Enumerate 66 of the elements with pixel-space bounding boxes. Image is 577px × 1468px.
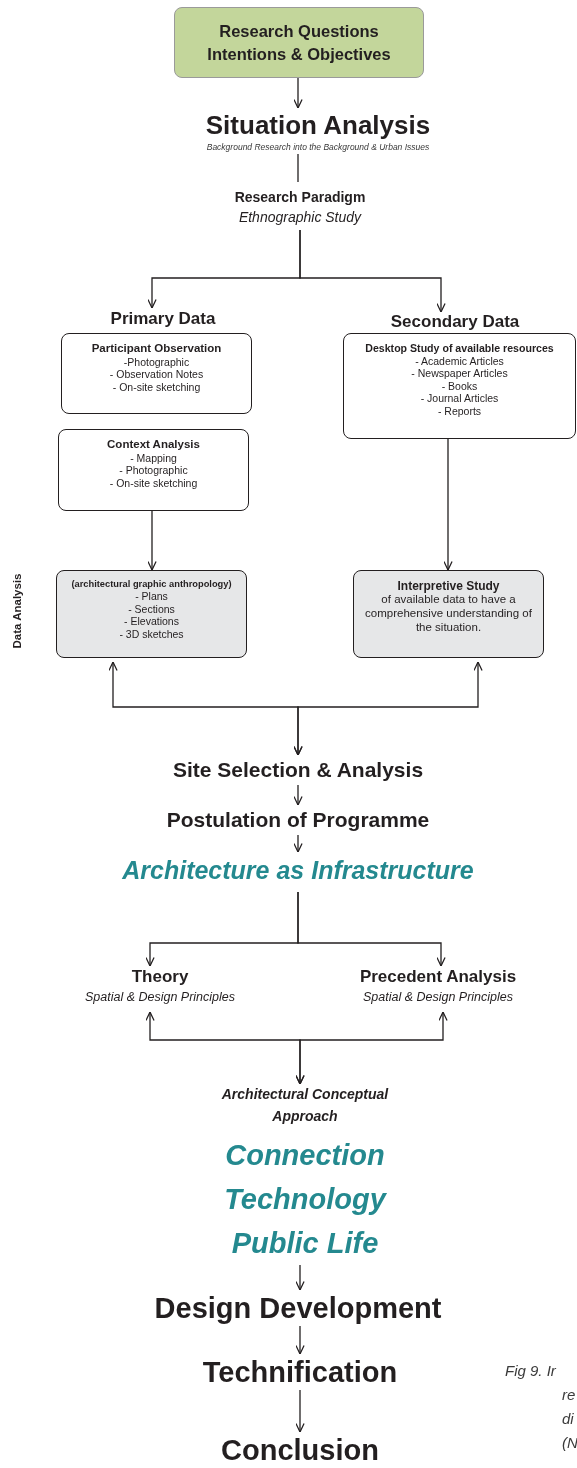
stage-heading: Precedent Analysis (359, 967, 517, 988)
stage-subtitle: Spatial & Design Principles (362, 989, 514, 1005)
box-text: - Reports (437, 405, 482, 418)
box-text: - Books (441, 379, 478, 393)
stage-heading: Postulation of Programme (166, 807, 430, 833)
side-label: Data Analysis (11, 572, 23, 651)
stage-heading: Site Selection & Analysis (172, 757, 424, 783)
double-arrow (293, 661, 483, 756)
box-text: - 3D sketches (119, 627, 184, 641)
stage-subtitle: Spatial & Design Principles (84, 989, 236, 1005)
highlight-box (174, 7, 424, 78)
box-text: - Mapping (130, 451, 177, 465)
stage-subtitle: Technology (224, 1182, 386, 1217)
stage-subtitle: Background Research into the Background & Urban Issues (206, 141, 430, 152)
arrow (293, 834, 303, 853)
arrow (297, 891, 446, 967)
box-text: - Newspaper Articles (411, 367, 508, 380)
process-box (61, 333, 252, 414)
stage-heading: Secondary Data (390, 312, 520, 333)
analysis-box (353, 570, 544, 658)
arrow (295, 1325, 305, 1355)
box-heading: Participant Observation (91, 342, 222, 356)
stage-heading: Technification (202, 1354, 398, 1390)
box-heading: Desktop Study of available resources (365, 342, 554, 355)
figure-caption: (N (562, 1434, 577, 1451)
box-text: of available data to have a comprehensive understanding of the situation. (364, 593, 533, 635)
box-text: - Observation Notes (109, 368, 204, 381)
connector-line (297, 153, 299, 183)
stage-heading: Research Paradigm (234, 188, 366, 206)
stage-heading: Primary Data (110, 308, 216, 330)
figure-caption: di (562, 1410, 574, 1427)
arrow (299, 229, 446, 313)
process-box (58, 429, 249, 511)
stage-heading: Theory (131, 967, 189, 988)
stage-subtitle: Ethnographic Study (238, 208, 362, 226)
process-box (343, 333, 576, 439)
box-text: - Academic Articles (415, 354, 504, 368)
box-heading: Research Questions Intentions & Objectives (206, 21, 392, 65)
box-text: - Plans (135, 590, 168, 603)
stage-heading: Situation Analysis (205, 110, 431, 142)
box-text: - On-site sketching (112, 381, 201, 394)
figure-caption: Fig 9. Ir (505, 1362, 556, 1379)
arrow (443, 438, 453, 571)
double-arrow (295, 1011, 448, 1085)
arrow (295, 1264, 305, 1291)
box-text: - Elevations (124, 615, 179, 628)
box-text: - On-site sketching (109, 477, 198, 490)
arrow (295, 1389, 305, 1433)
stage-heading: Connection (225, 1138, 385, 1173)
box-heading: Interpretive Study (397, 579, 500, 594)
stage-subtitle: Public Life (231, 1226, 379, 1261)
stage-heading: Architectural Conceptual Approach (220, 1085, 390, 1126)
box-text: - Sections (128, 602, 175, 616)
arrow (293, 77, 303, 109)
arrow (293, 784, 303, 806)
stage-heading: Architecture as Infrastructure (122, 855, 474, 885)
box-text: - Photographic (119, 464, 188, 477)
box-text: -Photographic (123, 355, 190, 369)
stage-heading: Conclusion (221, 1432, 379, 1468)
arrow (147, 510, 157, 571)
box-heading: (architectural graphic anthropology) (71, 579, 232, 591)
box-heading: Context Analysis (107, 438, 200, 452)
analysis-box (56, 570, 247, 658)
box-text: - Journal Articles (420, 392, 499, 406)
stage-heading: Design Development (154, 1290, 442, 1326)
figure-caption: re (562, 1386, 576, 1403)
